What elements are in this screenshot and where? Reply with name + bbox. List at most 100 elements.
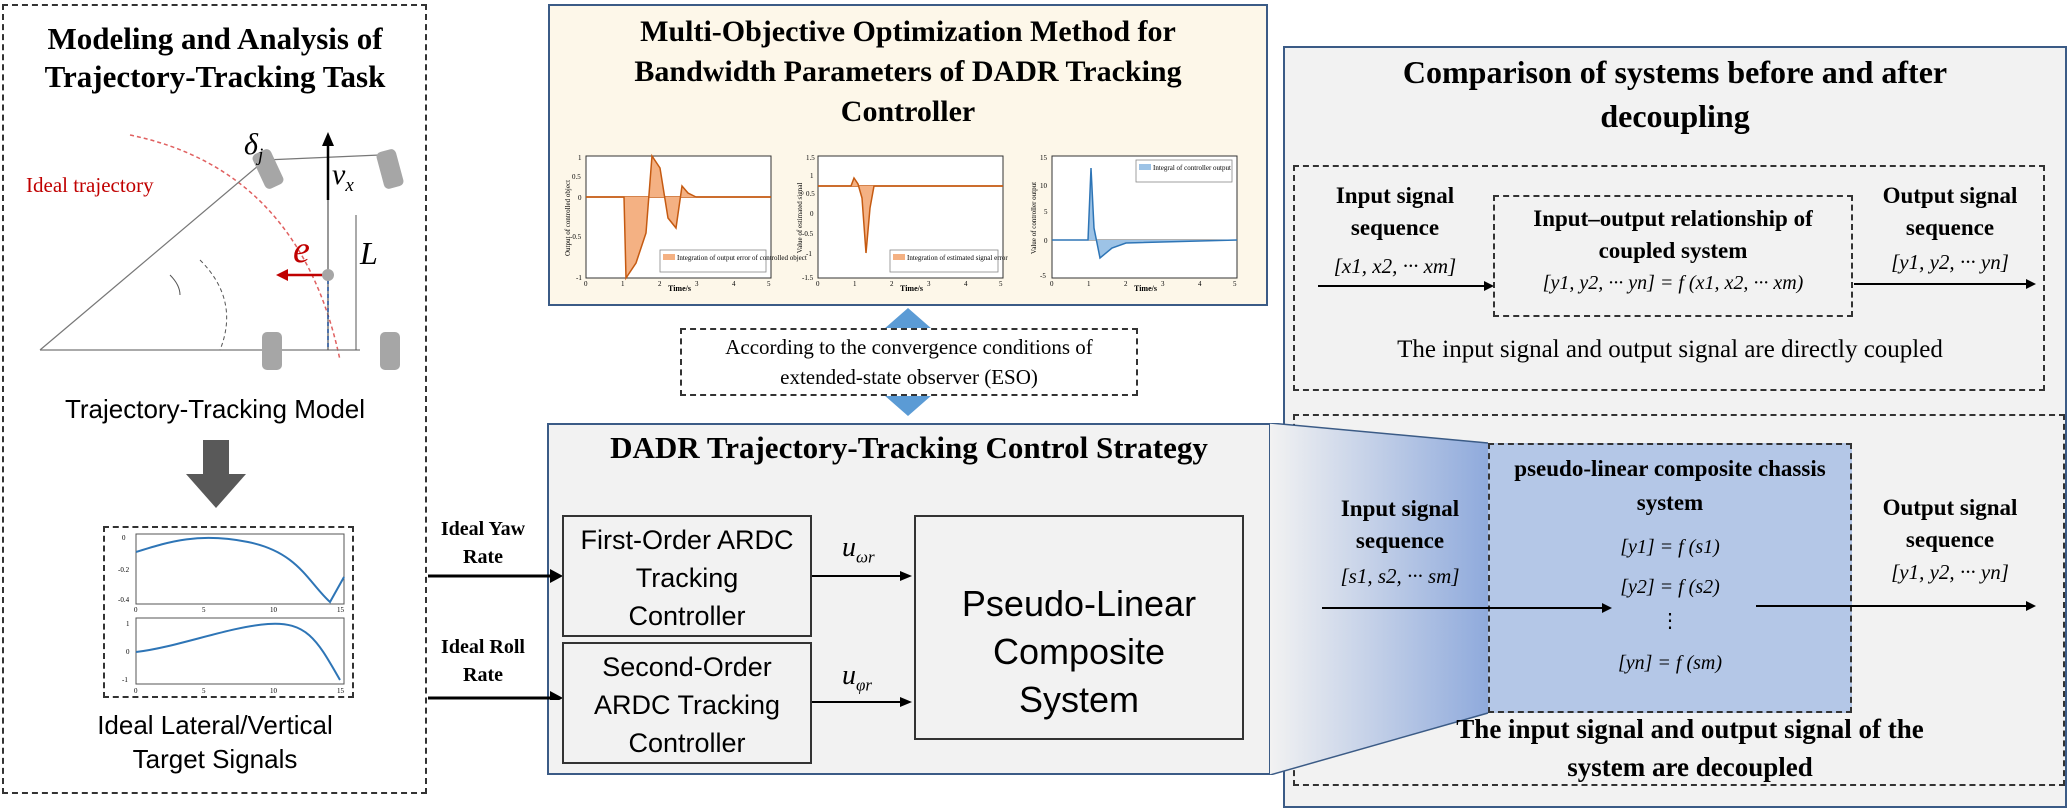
plot1-xtick-5: 5 xyxy=(767,280,771,288)
u-omega-label: uωr xyxy=(842,532,875,568)
plot3-xtick-1: 1 xyxy=(1087,280,1091,288)
plot3-xtick-5: 5 xyxy=(1233,280,1237,288)
e-label: e xyxy=(293,229,310,271)
plot1-xlabel: Time/s xyxy=(668,284,691,293)
plot2-xlabel: Time/s xyxy=(900,284,923,293)
plot2-ytick-5: -1 xyxy=(806,250,812,258)
mini-bottom-xtick-3: 15 xyxy=(337,687,345,694)
vx-symbol: v xyxy=(332,158,346,191)
L-label: L xyxy=(360,235,378,271)
plot2-xtick-3: 3 xyxy=(927,280,931,288)
decoupled-input-seq: [s1, s2, ··· sm] xyxy=(1340,564,1460,588)
decoupled-eq-1: [y1] = f (s1) xyxy=(1620,536,1720,558)
optimization-title: Multi-Objective Optimization Method for … xyxy=(634,15,1182,128)
mini-bottom-xtick-1: 5 xyxy=(202,687,206,694)
mini-top-ytick-2: -0.4 xyxy=(118,596,130,604)
decoupled-box-title: pseudo-linear composite chassis system xyxy=(1514,456,1826,515)
coupled-section xyxy=(1293,165,2045,391)
first-order-controller: First-Order ARDC Tracking Controller xyxy=(562,515,812,637)
coupled-relation-eq: [y1, y2, ··· yn] = f (x1, x2, ··· xm) xyxy=(1542,272,1804,294)
decoupled-caption: The input signal and output signal of th… xyxy=(1456,714,1924,782)
mini-top-xtick-0: 0 xyxy=(134,606,138,614)
u-phi-symbol: u xyxy=(842,660,856,691)
plot3-xtick-4: 4 xyxy=(1198,280,1202,288)
plot1-ytick-1: 0.5 xyxy=(572,173,581,181)
mini-top-xtick-2: 10 xyxy=(270,606,278,614)
plot2-xtick-4: 4 xyxy=(964,280,968,288)
coupled-output-seq: [y1, y2, ··· yn] xyxy=(1891,250,2009,274)
mini-top-xtick-1: 5 xyxy=(202,606,206,614)
mini-bottom-ytick-2: -1 xyxy=(122,676,128,684)
projection-shape xyxy=(1270,423,1489,775)
plot2-legend: Integration of estimated signal error xyxy=(907,254,1008,262)
mini-bottom-ytick-1: 0 xyxy=(126,648,130,656)
mini-bottom-xtick-2: 10 xyxy=(270,687,278,694)
input-arrows xyxy=(428,569,563,700)
plot1-ytick-0: 1 xyxy=(578,154,582,162)
plot2-ytick-3: 0 xyxy=(810,210,814,218)
vx-label: vx xyxy=(332,158,354,197)
u-phi-label: uφr xyxy=(842,660,872,696)
plot2-ylabel: Value of estimated signal xyxy=(796,183,804,254)
left-title: Modeling and Analysis of Trajectory-Trac… xyxy=(44,21,386,94)
plot2-xtick-0: 0 xyxy=(816,280,820,288)
decoupled-eq-2: [y2] = f (s2) xyxy=(1620,576,1720,598)
down-arrow-icon xyxy=(186,440,246,508)
comparison-title: Comparison of systems before and after d… xyxy=(1402,54,1948,134)
plot2-xtick-1: 1 xyxy=(853,280,857,288)
plot3-xtick-0: 0 xyxy=(1050,280,1054,288)
optimization-plots: Output of controlled object Integration … xyxy=(564,153,1238,293)
plot3-ytick-1: 10 xyxy=(1040,182,1048,190)
target-signals-label: Ideal Lateral/Vertical Target Signals xyxy=(97,710,333,774)
eso-condition-box: According to the convergence conditions … xyxy=(680,328,1138,396)
coupled-input-label: Input signal sequence xyxy=(1335,183,1455,240)
plot1-ytick-2: 0 xyxy=(578,194,582,202)
plot2-ytick-0: 1.5 xyxy=(806,154,815,162)
ideal-trajectory-label: Ideal trajectory xyxy=(26,173,154,197)
plot3-xlabel: Time/s xyxy=(1134,284,1157,293)
plot3-xtick-3: 3 xyxy=(1161,280,1165,288)
plot3-legend: Integral of controller output xyxy=(1153,164,1231,172)
plot1-xtick-2: 2 xyxy=(658,280,662,288)
left-panel xyxy=(2,4,427,794)
decoupled-output-seq: [y1, y2, ··· yn] xyxy=(1891,560,2009,584)
decoupled-input-label: Input signal sequence xyxy=(1340,496,1460,553)
plot1-ytick-3: -0.5 xyxy=(570,233,582,241)
mini-bottom-ytick-0: 1 xyxy=(126,620,130,628)
coupled-relation-title: Input–output relationship of coupled sys… xyxy=(1533,206,1813,263)
target-signals-box xyxy=(103,526,354,698)
plot1-xtick-0: 0 xyxy=(584,280,588,288)
ideal-roll-label: Ideal Roll Rate xyxy=(441,636,525,686)
plot3-ytick-0: 15 xyxy=(1040,154,1048,162)
decoupled-output-label: Output signal sequence xyxy=(1882,495,2018,552)
vx-subscript: x xyxy=(345,175,354,196)
plot2-xtick-5: 5 xyxy=(999,280,1003,288)
mini-top-ytick-1: -0.2 xyxy=(118,566,130,574)
coupled-caption: The input signal and output signal are d… xyxy=(1397,336,1943,363)
plot3-xtick-2: 2 xyxy=(1124,280,1128,288)
plot1-ylabel: Output of controlled object xyxy=(564,180,572,256)
plot1-xtick-3: 3 xyxy=(695,280,699,288)
plot2-ytick-1: 1 xyxy=(810,172,814,180)
plot3-ytick-2: 5 xyxy=(1044,208,1048,216)
decoupled-system-box xyxy=(1488,443,1852,713)
plot2-ytick-4: -0.5 xyxy=(802,230,814,238)
plot1-xtick-4: 4 xyxy=(732,280,736,288)
mini-top-xtick-3: 15 xyxy=(337,606,345,614)
target-signals-plots: 0 -0.2 -0.4 0 5 10 15 1 0 -1 0 5 10 15 xyxy=(118,533,345,694)
plot1-xtick-1: 1 xyxy=(621,280,625,288)
control-strategy-title: DADR Trajectory-Tracking Control Strateg… xyxy=(610,430,1208,465)
mini-bottom-xtick-0: 0 xyxy=(134,687,138,694)
controller-output-arrows xyxy=(812,571,912,707)
delta-label: δj xyxy=(244,128,263,167)
delta-subscript: j xyxy=(257,145,264,166)
decoupled-dots: ⋮ xyxy=(1660,610,1680,632)
plot3-ytick-3: 0 xyxy=(1044,237,1048,245)
plot1-ytick-4: -1 xyxy=(576,274,582,282)
u-omega-subscript: ωr xyxy=(856,547,875,567)
delta-symbol: δ xyxy=(244,128,258,161)
trajectory-model-label: Trajectory-Tracking Model xyxy=(64,394,366,424)
plot2-ytick-2: 0.5 xyxy=(806,190,815,198)
u-omega-symbol: u xyxy=(842,532,856,563)
ideal-yaw-label: Ideal Yaw Rate xyxy=(440,518,526,568)
